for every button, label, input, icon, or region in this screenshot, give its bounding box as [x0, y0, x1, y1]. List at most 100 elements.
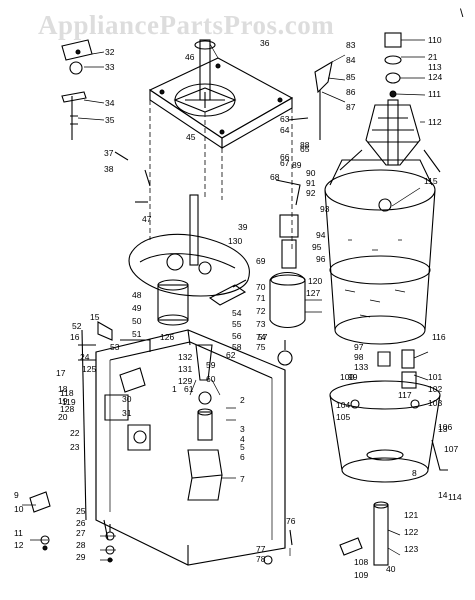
- callout-132: 132: [178, 352, 192, 362]
- callout-9: 9: [14, 490, 19, 500]
- callout-26: 26: [76, 518, 86, 528]
- callout-83: 83: [346, 40, 356, 50]
- callout-101: 101: [428, 372, 442, 382]
- callout-23: 23: [70, 442, 80, 452]
- callout-117: 117: [398, 390, 412, 400]
- callout-27: 27: [76, 528, 86, 538]
- callout-106: 106: [438, 422, 452, 432]
- callout-116: 116: [432, 332, 446, 342]
- callout-52: 52: [72, 321, 82, 331]
- brake-parts: [269, 214, 306, 366]
- callout-32: 32: [105, 47, 115, 57]
- callout-60: 60: [206, 374, 216, 384]
- valve-parts: [78, 321, 151, 451]
- callout-94: 94: [316, 230, 326, 240]
- callout-16: 16: [70, 332, 80, 342]
- callout-126: 126: [160, 332, 174, 342]
- pump-and-clutch: [187, 344, 223, 501]
- callout-12: 12: [14, 540, 24, 550]
- callout-92: 92: [306, 188, 316, 198]
- callout-28: 28: [76, 540, 86, 550]
- callout-24: 24: [80, 352, 90, 362]
- callout-4: 4: [240, 434, 245, 444]
- leveling-legs: [29, 491, 293, 565]
- callout-67: 67: [280, 158, 290, 168]
- callout-85: 85: [346, 72, 356, 82]
- callout-86: 86: [346, 87, 356, 97]
- callout-34: 34: [105, 98, 115, 108]
- callout-111: 111: [428, 89, 441, 99]
- callout-121: 121: [404, 510, 418, 520]
- watermark: AppliancePartsPros.com: [38, 10, 335, 40]
- callout-125: 125: [82, 364, 96, 374]
- callout-61: 61: [184, 384, 194, 394]
- mounting-plate: [148, 39, 294, 150]
- callout-56: 56: [232, 331, 242, 341]
- callout-25: 25: [76, 506, 86, 516]
- callout-53: 53: [110, 342, 120, 352]
- callout-69: 69: [256, 256, 266, 266]
- callout-104: 104: [336, 400, 350, 410]
- outer-tub: [329, 380, 448, 483]
- callout-114: 114: [448, 492, 462, 502]
- callout-21: 21: [428, 52, 438, 62]
- callout-64: 64: [280, 125, 290, 135]
- callout-124: 124: [428, 72, 442, 82]
- callout-119: 119: [62, 397, 76, 407]
- callout-29: 29: [76, 552, 86, 562]
- callout-50: 50: [132, 316, 142, 326]
- callout-39: 39: [238, 222, 248, 232]
- callout-63: 63: [280, 114, 290, 124]
- leader-lines: [22, 39, 429, 561]
- callout-74: 74: [256, 332, 266, 342]
- callout-68: 68: [270, 172, 280, 182]
- callout-71: 71: [256, 293, 266, 303]
- callout-70: 70: [256, 282, 266, 292]
- callout-107: 107: [444, 444, 458, 454]
- callout-57: 57: [258, 332, 268, 342]
- callout-47: 47: [142, 214, 152, 224]
- callout-91: 91: [306, 178, 316, 188]
- cabinet: [81, 329, 286, 566]
- callout-49: 49: [132, 303, 142, 313]
- callout-66: 66: [280, 152, 290, 162]
- callout-15: 15: [90, 312, 100, 322]
- corner-mark: \: [460, 6, 464, 20]
- callout-labels: 1102111312411111211532333435373846454739…: [14, 35, 462, 580]
- callout-98: 98: [354, 352, 364, 362]
- callout-87: 87: [346, 102, 356, 112]
- callout-10: 10: [14, 504, 24, 514]
- callout-59: 59: [206, 360, 216, 370]
- callout-22: 22: [70, 428, 80, 438]
- callout-118: 118: [60, 388, 74, 398]
- callout-2: 2: [240, 395, 245, 405]
- drain-hose: [339, 349, 417, 566]
- callout-88: 88: [300, 140, 310, 150]
- callout-65: 65: [300, 144, 310, 154]
- callout-105: 105: [336, 412, 350, 422]
- callout-54: 54: [232, 308, 242, 318]
- callout-73: 73: [256, 319, 266, 329]
- callout-31: 31: [122, 408, 132, 418]
- wash-tub: [324, 159, 436, 345]
- transmission-assembly: [128, 194, 250, 326]
- callout-17: 17: [56, 368, 66, 378]
- pump-linkage: [275, 60, 333, 206]
- callout-133: 133: [354, 362, 368, 372]
- callout-46: 46: [185, 52, 195, 62]
- callout-48: 48: [132, 290, 142, 300]
- callout-131: 131: [178, 364, 192, 374]
- callout-40: 40: [386, 564, 396, 574]
- callout-99: 99: [348, 372, 358, 382]
- callout-103: 103: [428, 398, 442, 408]
- callout-115: 115: [424, 176, 438, 186]
- callout-110: 110: [428, 35, 442, 45]
- callout-11: 11: [14, 528, 23, 538]
- callout-20: 20: [58, 412, 68, 422]
- callout-102: 102: [428, 384, 442, 394]
- callout-108: 108: [354, 557, 368, 567]
- callout-6: 6: [240, 452, 245, 462]
- callout-5: 5: [240, 442, 245, 452]
- callout-128: 128: [60, 404, 74, 414]
- callout-112: 112: [428, 117, 442, 127]
